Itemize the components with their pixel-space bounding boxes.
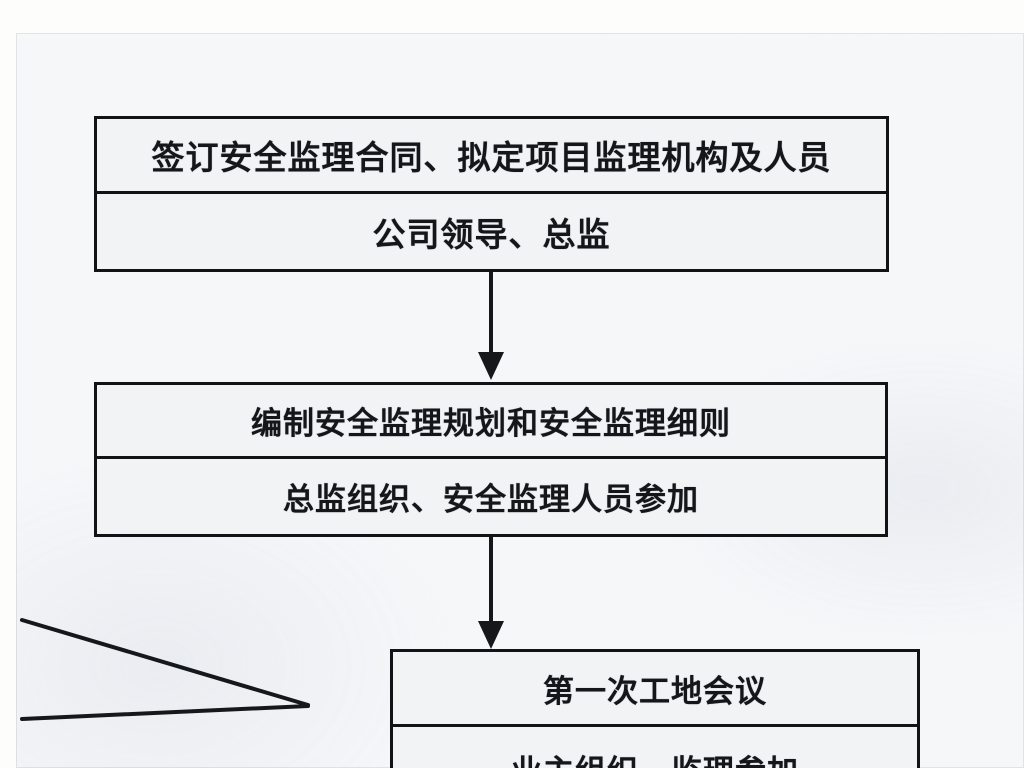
connector-plan-to-meeting [471, 537, 511, 650]
flow-node-meeting-title: 第一次工地会议 [543, 673, 767, 710]
flow-node-contract-actor-row: 公司领导、总监 [97, 194, 886, 269]
flow-node-plan-actor-row: 总监组织、安全监理人员参加 [97, 459, 885, 534]
flow-node-plan-title-row: 编制安全监理规划和安全监理细则 [97, 385, 885, 459]
flow-node-plan-title: 编制安全监理规划和安全监理细则 [251, 406, 731, 442]
flow-node-meeting-actor-row: 业主组织、监理参加 [393, 727, 917, 768]
flow-node-meeting-actor: 业主组织、监理参加 [511, 746, 799, 768]
flow-node-plan-actor: 总监组织、安全监理人员参加 [283, 482, 699, 518]
flow-node-contract-title-row: 签订安全监理合同、拟定项目监理机构及人员 [97, 119, 886, 194]
connector-line [489, 272, 493, 356]
flow-node-plan[interactable]: 编制安全监理规划和安全监理细则 总监组织、安全监理人员参加 [94, 382, 888, 537]
flow-node-meeting[interactable]: 第一次工地会议 业主组织、监理参加 [390, 649, 920, 768]
arrowhead-down-icon [478, 621, 504, 649]
flow-node-contract-actor: 公司领导、总监 [372, 214, 611, 254]
flow-node-meeting-title-row: 第一次工地会议 [393, 652, 917, 727]
slide-content-area: 签订安全监理合同、拟定项目监理机构及人员 公司领导、总监 编制安全监理规划和安全… [16, 33, 1024, 768]
arrowhead-down-icon [478, 352, 504, 380]
flow-node-contract-title: 签订安全监理合同、拟定项目监理机构及人员 [151, 138, 832, 177]
connector-contract-to-plan [471, 272, 511, 380]
connector-line [489, 537, 493, 625]
stray-wedge-icon [20, 618, 310, 721]
flow-node-contract[interactable]: 签订安全监理合同、拟定项目监理机构及人员 公司领导、总监 [94, 116, 889, 272]
